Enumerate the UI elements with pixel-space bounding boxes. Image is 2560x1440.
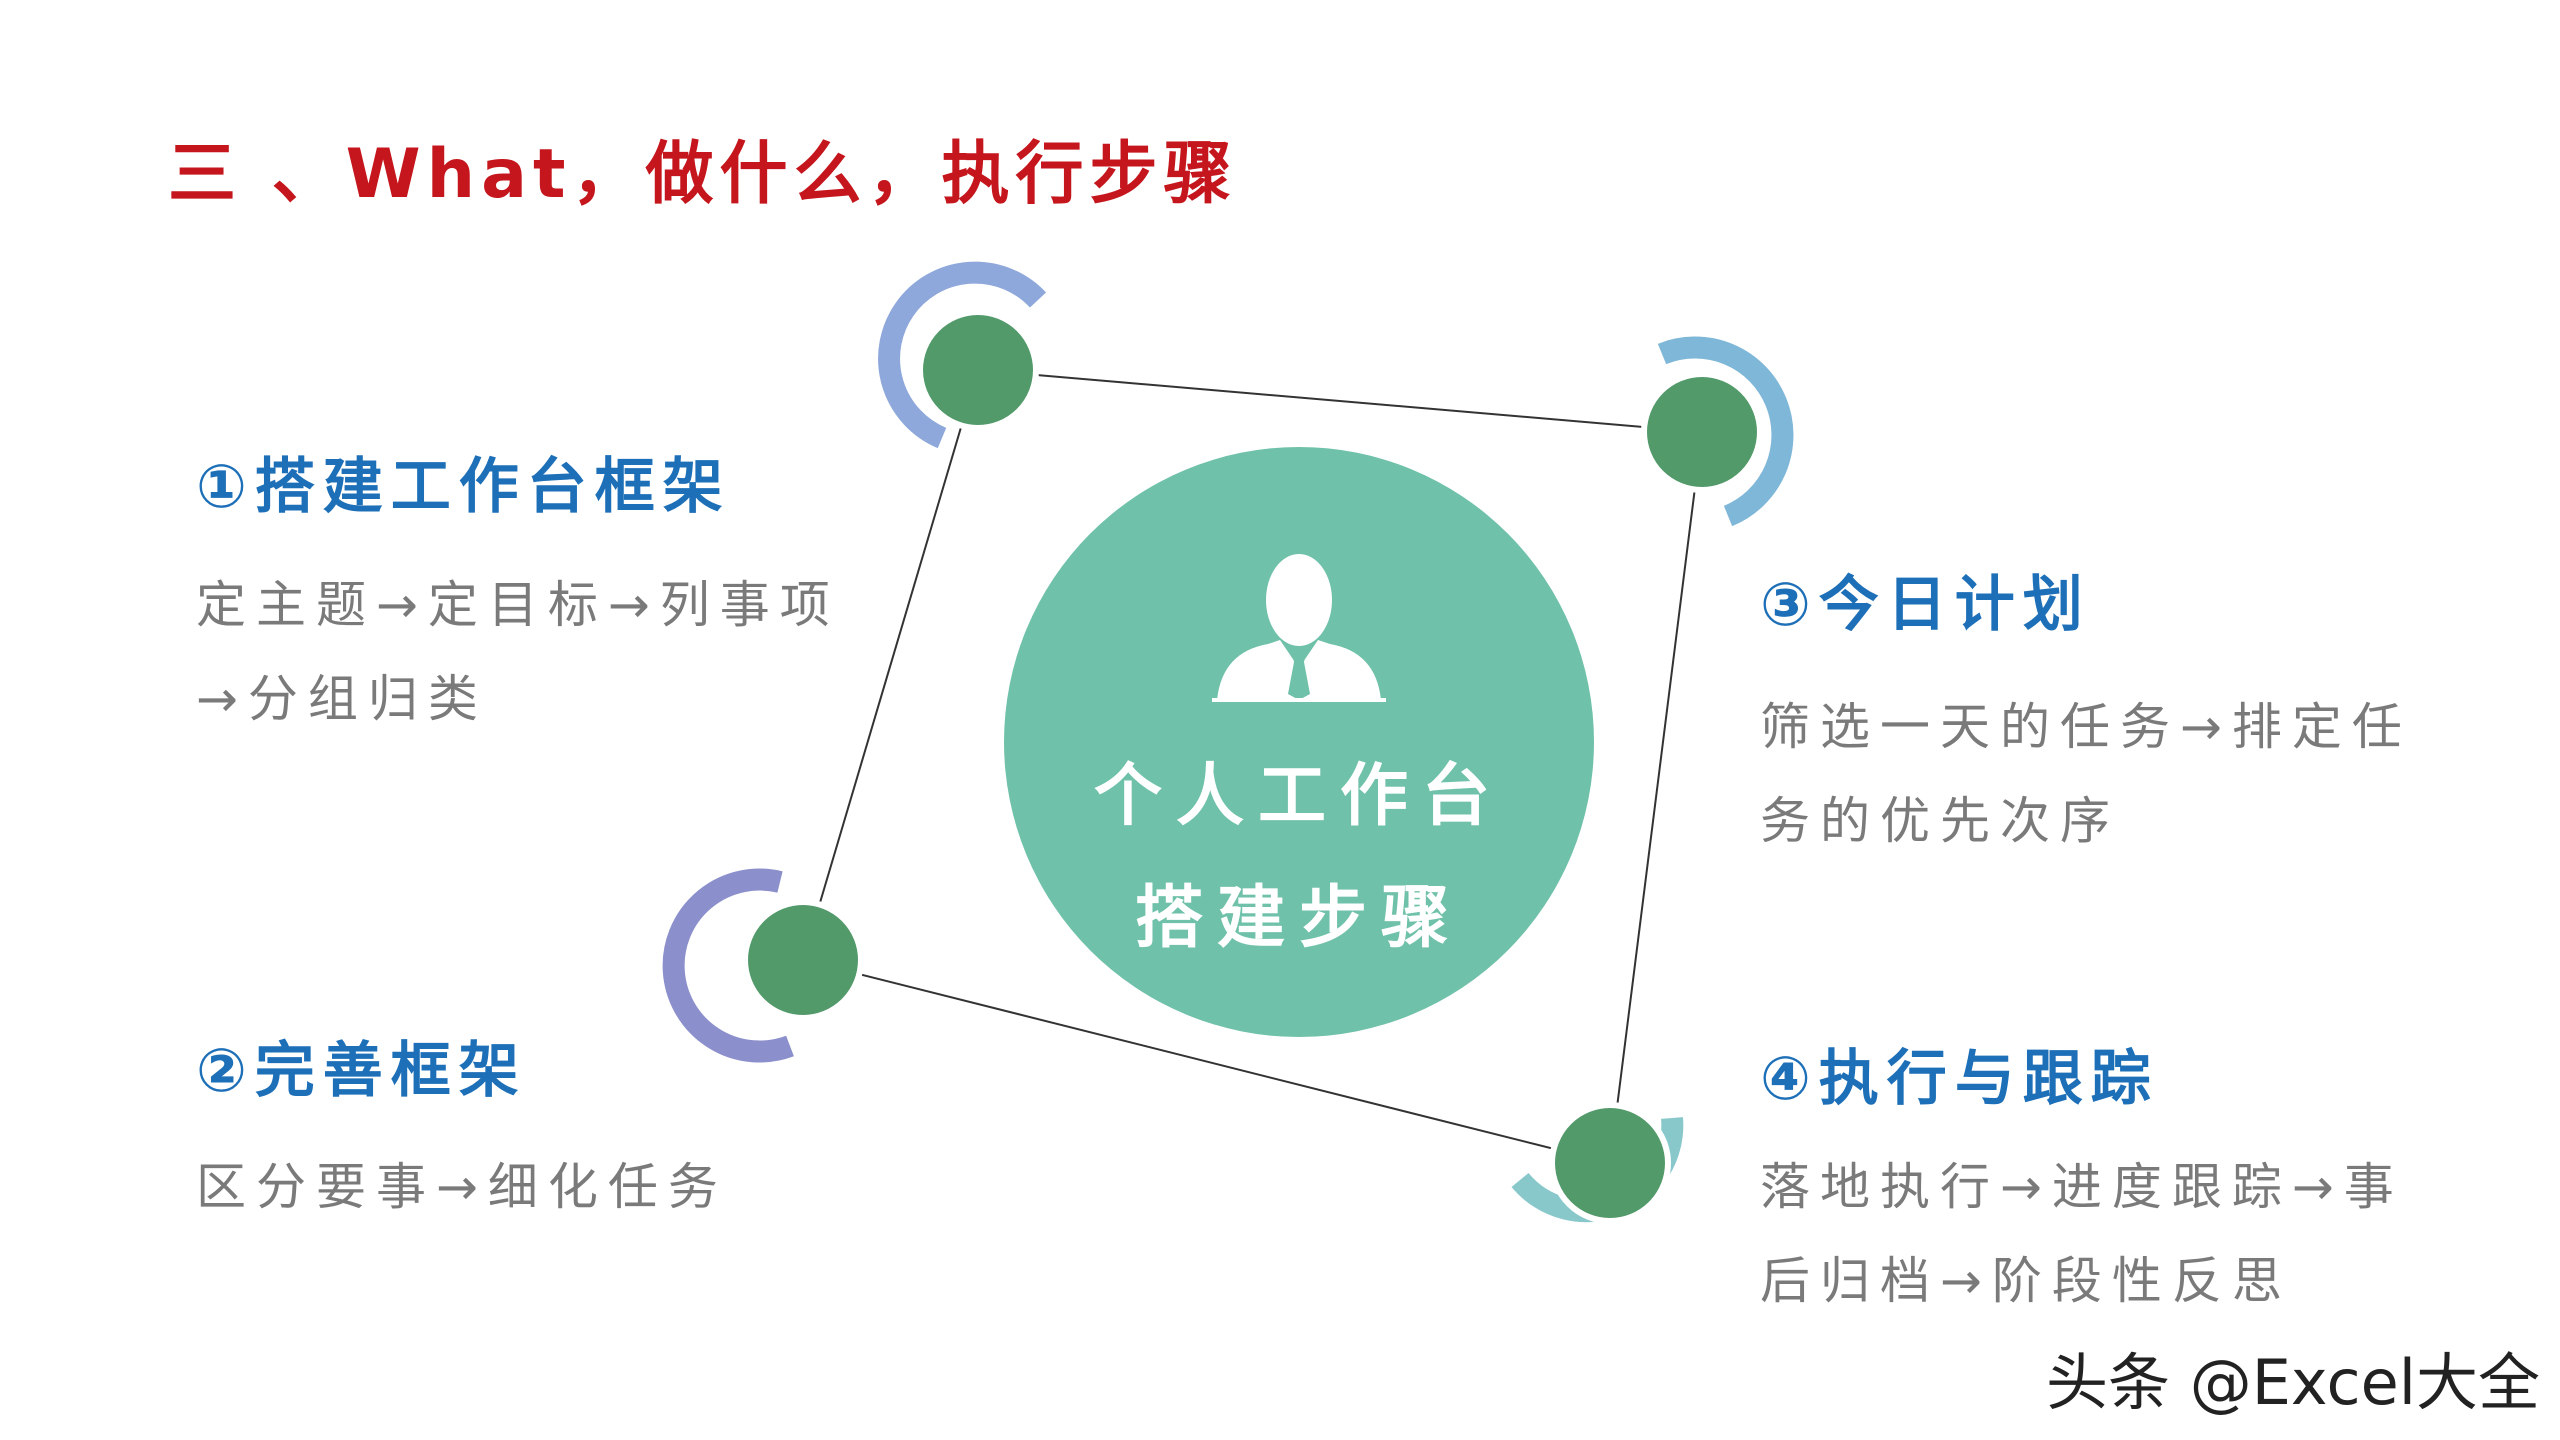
center-title-line-1: 个人工作台 (1093, 757, 1504, 836)
center-title-line-2: 搭建步骤 (1134, 879, 1463, 958)
step-4-description: 落地执行→进度跟踪→事后归档→阶段性反思 (1760, 1158, 2404, 1310)
step-node-4 (1511, 1102, 1684, 1224)
page-title: 三 、What，做什么，执行步骤 (168, 135, 1238, 214)
step-node-3 (1641, 336, 1794, 527)
step-2-heading: ②完善框架 (196, 1036, 527, 1106)
step-4-heading: ④执行与跟踪 (1760, 1044, 2159, 1114)
watermark: 头条 @Excel大全 (2046, 1346, 2540, 1419)
step-node-1 (878, 261, 1047, 449)
step-1-description: 定主题→定目标→列事项→分组归类 (196, 576, 840, 728)
step-2-description: 区分要事→细化任务 (196, 1158, 728, 1216)
step-3-description: 筛选一天的任务→排定任务的优先次序 (1760, 698, 2412, 850)
step-1-heading: ①搭建工作台框架 (196, 452, 731, 522)
center-circle (1004, 447, 1594, 1037)
step-node-2 (662, 868, 864, 1063)
step-3-heading: ③今日计划 (1760, 570, 2091, 640)
person-icon (1212, 554, 1386, 702)
